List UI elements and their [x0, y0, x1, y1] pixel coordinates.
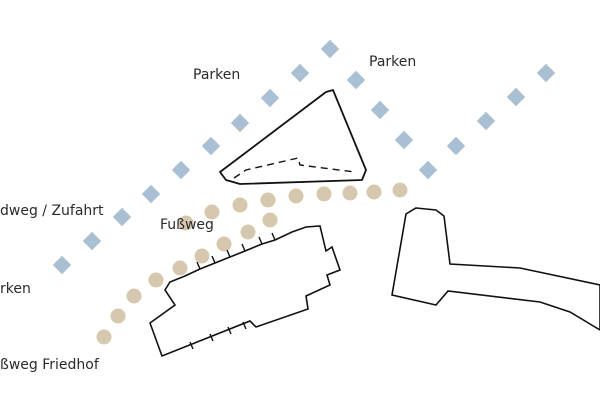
label-parken-bottom: rken [0, 281, 31, 297]
parking-space-marker [346, 70, 366, 90]
parking-space-marker [112, 207, 132, 227]
footpath-dots [96, 182, 408, 345]
label-radweg-zufahrt: dweg / Zufahrt [0, 203, 104, 219]
footpath-dot [172, 260, 188, 276]
footpath-dot [110, 308, 126, 324]
parking-space-marker [394, 130, 414, 150]
footpath-dot [194, 248, 210, 264]
footpath-dot [288, 188, 304, 204]
footpath-dot [260, 192, 276, 208]
parking-space-marker [260, 88, 280, 108]
footpath-dot [232, 197, 248, 213]
parking-space-marker [446, 136, 466, 156]
footpath-dot [96, 329, 112, 345]
footpath-dot [240, 224, 256, 240]
label-parken-left: Parken [193, 67, 241, 83]
footpath-dot [342, 185, 358, 201]
label-parken-right: Parken [369, 54, 417, 70]
footpath-dot [148, 272, 164, 288]
church-buttresses [189, 232, 276, 350]
footpath-dot [392, 182, 408, 198]
parking-space-marker [52, 255, 72, 275]
parking-space-marker [201, 136, 221, 156]
parking-row-upper [52, 39, 340, 275]
parking-space-marker [506, 87, 526, 107]
parking-space-marker [320, 39, 340, 59]
parking-space-marker [418, 160, 438, 180]
footpath-dot [316, 186, 332, 202]
parking-space-marker [370, 100, 390, 120]
parking-space-marker [141, 184, 161, 204]
parking-space-marker [290, 63, 310, 83]
footpath-dot [126, 288, 142, 304]
church-building-outline [149, 225, 342, 358]
parking-space-marker [171, 160, 191, 180]
label-fussweg: Fußweg [160, 217, 214, 233]
footpath-dot [204, 204, 220, 220]
footpath-dot [366, 184, 382, 200]
triangle-island-outline [219, 89, 367, 185]
footpath-dot [262, 212, 278, 228]
parking-space-marker [82, 231, 102, 251]
footpath-dot [178, 215, 194, 231]
parking-space-marker [536, 63, 556, 83]
triangle-island-dashed-line [233, 157, 356, 179]
parking-row-lower [346, 63, 556, 180]
parking-space-marker [230, 113, 250, 133]
parking-space-marker [476, 111, 496, 131]
footpath-dot [216, 236, 232, 252]
l-shaped-building-outline [391, 207, 600, 331]
label-fussweg-friedhof: ßweg Friedhof [0, 357, 99, 373]
